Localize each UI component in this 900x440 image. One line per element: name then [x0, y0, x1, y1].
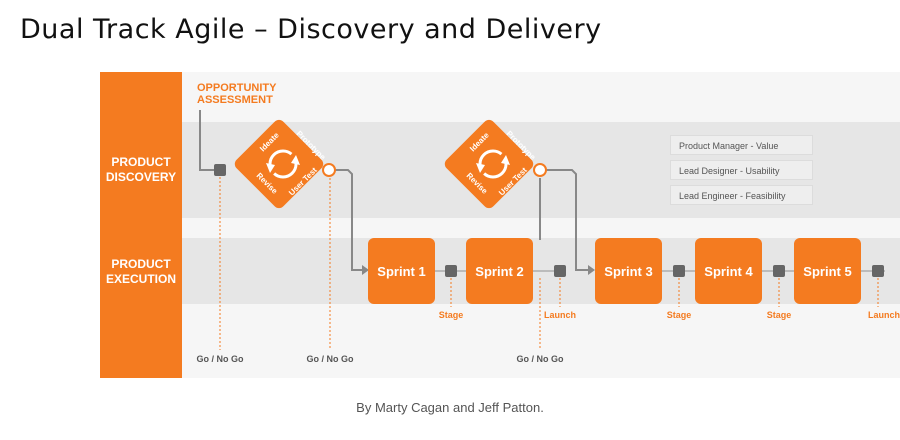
stage-gate-3: [773, 265, 785, 277]
opportunity-gate: [214, 164, 226, 176]
sprint-2: Sprint 2: [466, 238, 533, 304]
go-no-go-label-3: Go / No Go: [516, 354, 564, 364]
sprint-5: Sprint 5: [794, 238, 861, 304]
stage-label-1: Stage: [438, 310, 464, 320]
launch-gate-1: [554, 265, 566, 277]
stage-label-3: Stage: [766, 310, 792, 320]
role-lead-designer: Lead Designer - Usability: [670, 160, 813, 180]
launch-label-2: Launch: [867, 310, 900, 320]
sprint-1: Sprint 1: [368, 238, 435, 304]
role-product-manager: Product Manager - Value: [670, 135, 813, 155]
sprint-3: Sprint 3: [595, 238, 662, 304]
launch-gate-2: [872, 265, 884, 277]
stage-label-2: Stage: [666, 310, 692, 320]
launch-label-1: Launch: [543, 310, 576, 320]
go-no-go-label-2: Go / No Go: [306, 354, 354, 364]
cycle1-output-dot: [322, 163, 336, 177]
credit-text: By Marty Cagan and Jeff Patton.: [356, 400, 544, 415]
stage-gate-1: [445, 265, 457, 277]
cycle2-output-dot: [533, 163, 547, 177]
go-no-go-label-1: Go / No Go: [196, 354, 244, 364]
row-label-bar: [100, 72, 182, 378]
sprint-4: Sprint 4: [695, 238, 762, 304]
row-label-discovery: PRODUCT DISCOVERY: [105, 155, 177, 184]
stage-gate-2: [673, 265, 685, 277]
discovery-cycle-2: Ideate Prototype User Test Revise: [444, 119, 538, 209]
row-label-execution: PRODUCT EXECUTION: [105, 257, 176, 286]
opportunity-assessment-label: OPPORTUNITY ASSESSMENT: [197, 82, 277, 106]
role-lead-engineer: Lead Engineer - Feasibility: [670, 185, 813, 205]
page-title: Dual Track Agile – Discovery and Deliver…: [20, 14, 602, 45]
discovery-cycle-1: Ideate Prototype User Test Revise: [234, 119, 328, 209]
